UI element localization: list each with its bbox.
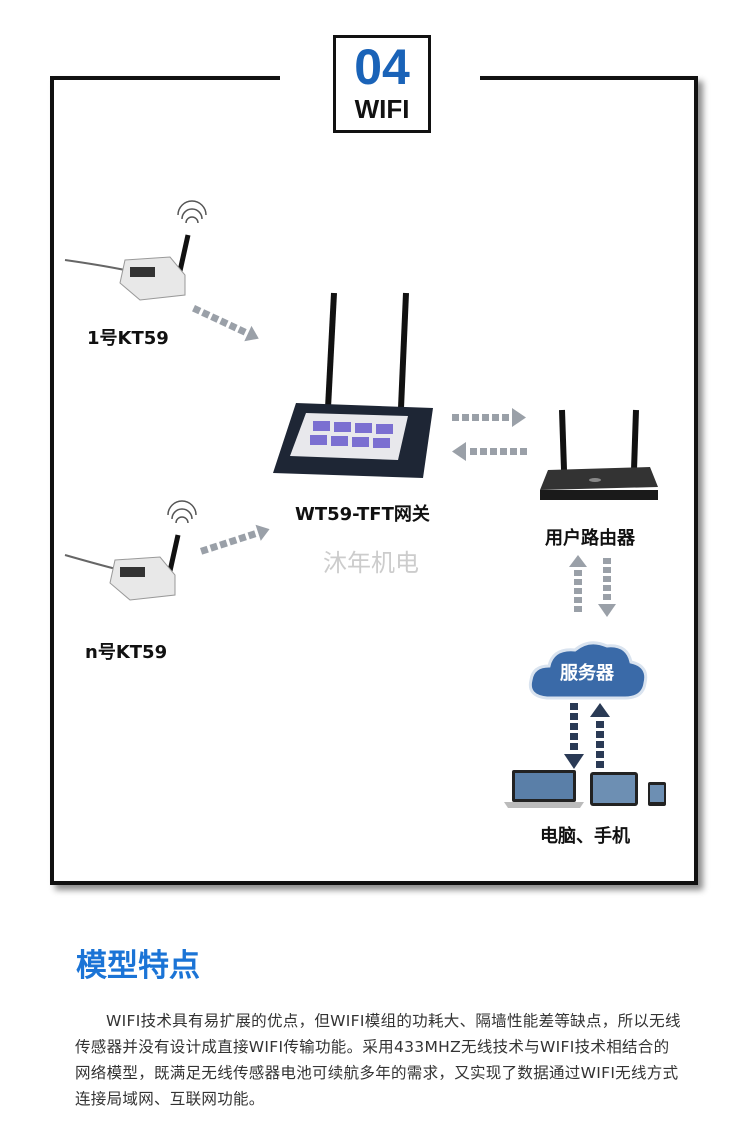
arrow-server-clients: [564, 703, 610, 769]
computer-phone-image: [504, 770, 666, 808]
badge-label: WIFI: [354, 94, 410, 124]
router-image: [540, 409, 658, 500]
arrow-sensor1-to-gateway: [192, 305, 259, 342]
server-cloud-icon: [528, 641, 648, 700]
arrow-router-server: [569, 555, 616, 617]
section-title: 模型特点: [76, 948, 200, 984]
gateway-label: WT59-TFT网关: [295, 504, 430, 525]
section-badge: 04 WIFI: [333, 35, 431, 133]
watermark: 沐年机电: [323, 549, 419, 577]
sensor-1-image: [64, 200, 207, 301]
arrow-gateway-to-router: [452, 408, 527, 461]
gateway-image: [273, 292, 433, 478]
sensor-n-image: [64, 500, 197, 601]
section-paragraph: WIFI技术具有易扩展的优点，但WIFI模组的功耗大、隔墙性能差等缺点，所以无线…: [75, 1012, 681, 1108]
arrow-sensorn-to-gateway: [200, 524, 270, 555]
sensor-n-label: n号KT59: [85, 642, 168, 663]
sensor-1-label: 1号KT59: [87, 328, 169, 349]
server-label: 服务器: [560, 663, 614, 684]
router-label: 用户路由器: [545, 528, 635, 549]
clients-label: 电脑、手机: [540, 826, 630, 847]
badge-number: 04: [354, 39, 410, 95]
